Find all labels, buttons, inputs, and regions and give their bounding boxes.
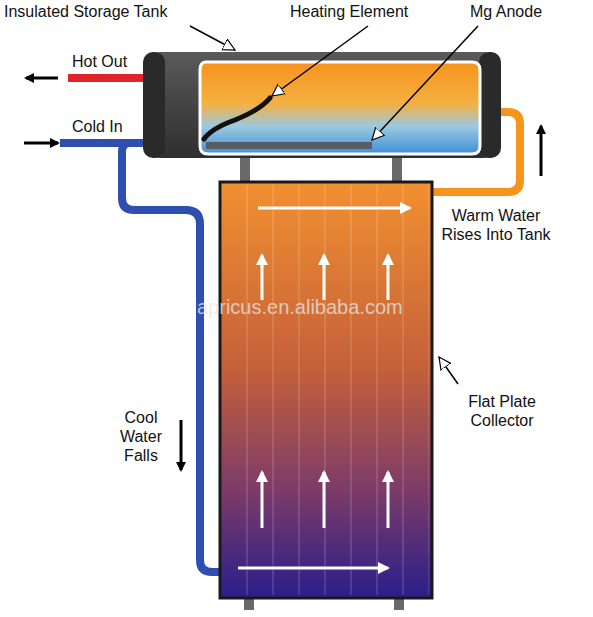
part-label: Flat Plate Collector [452,392,552,430]
part-label: Mg Anode [470,2,542,21]
part-label: Heating Element [290,2,408,21]
watermark: apricus.en.alibaba.com [197,298,403,317]
part-label: Insulated Storage Tank [4,2,167,21]
flow-label: Warm Water Rises Into Tank [440,206,552,244]
flow-label: Hot Out [72,52,127,71]
flow-label: Cool Water Falls [106,408,176,465]
flow-label: Cold In [72,117,123,136]
